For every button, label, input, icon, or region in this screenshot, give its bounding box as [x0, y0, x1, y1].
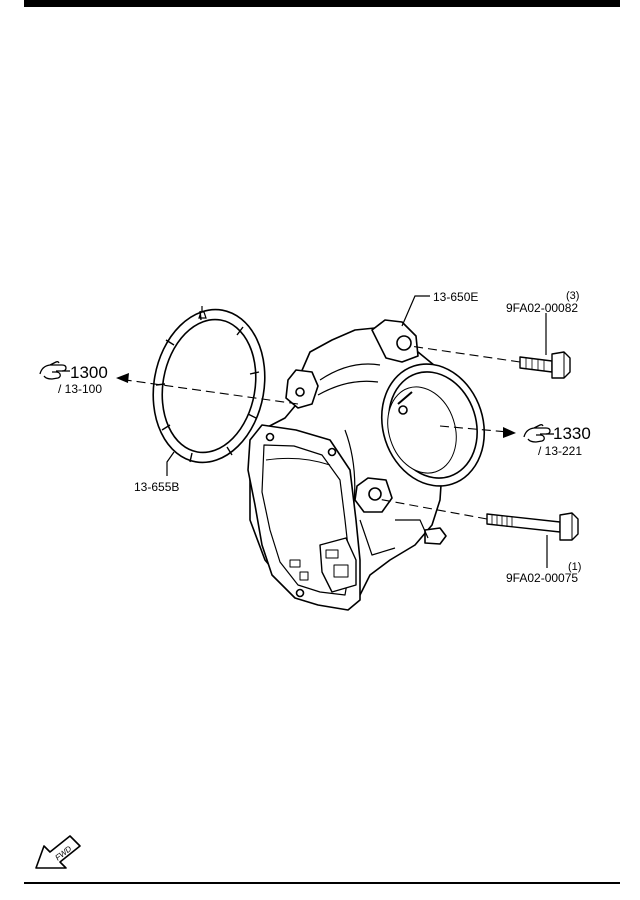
- ref-left-sub: / 13-100: [58, 382, 102, 396]
- label-qty-lower: (1): [568, 561, 581, 573]
- gasket-ring: [152, 306, 266, 464]
- ref-right-sub: / 13-221: [538, 444, 582, 458]
- bolt-upper: [519, 351, 571, 379]
- ref-right-section: 1330: [553, 424, 591, 443]
- motor-cover: [247, 424, 361, 611]
- assembly-lines: [125, 345, 521, 520]
- label-9FA02-00075: 9FA02-00075: [506, 571, 578, 585]
- top-rule: [24, 0, 620, 7]
- label-13-650E: 13-650E: [433, 290, 478, 304]
- hand-icon-right: [523, 424, 554, 443]
- label-13-655B: 13-655B: [134, 480, 179, 494]
- fwd-arrow-icon: FWD: [35, 835, 81, 869]
- arrow-left: [116, 373, 129, 383]
- bolt-lower: [486, 512, 579, 541]
- arrow-right: [503, 427, 516, 438]
- bottom-rule: [24, 882, 620, 884]
- hand-icon-left: [39, 361, 70, 380]
- leader-lines: [166, 295, 548, 568]
- label-9FA02-00082: 9FA02-00082: [506, 301, 578, 315]
- label-qty-upper: (3): [566, 290, 579, 302]
- ref-left-section: 1300: [70, 363, 108, 382]
